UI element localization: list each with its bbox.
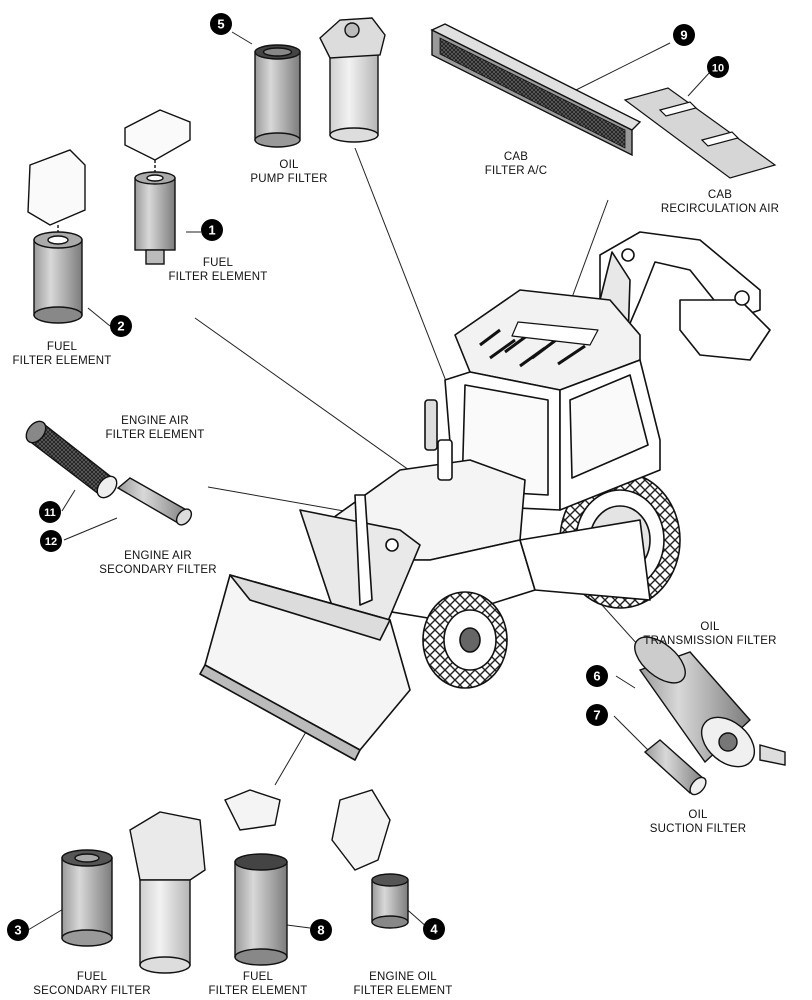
engine-air-filter-element-illustration	[25, 420, 118, 499]
callout-number: 5	[217, 17, 224, 32]
callout-badges: 5 9 10 1 2 11 12 6	[7, 13, 729, 941]
callout-badge-8: 8	[310, 919, 332, 941]
callout-badge-3: 3	[7, 919, 29, 941]
front-bucket	[199, 574, 411, 761]
callout-badge-2: 2	[110, 315, 132, 337]
callout-badge-11: 11	[39, 501, 61, 523]
callout-number: 4	[430, 922, 438, 937]
callout-number: 8	[317, 923, 324, 938]
engine-oil-filter-element-illustration	[331, 789, 409, 929]
callout-number: 2	[117, 319, 124, 334]
callout-number: 9	[680, 28, 687, 43]
callout-badge-10: 10	[707, 56, 729, 78]
cab-filter-ac-illustration	[430, 23, 642, 157]
callout-badge-1: 1	[201, 219, 223, 241]
fuel-filter-element-1-illustration	[124, 109, 191, 265]
oil-pump-filter-illustration	[254, 17, 386, 148]
fuel-filter-element-8-illustration	[224, 789, 288, 966]
engine-air-secondary-filter-illustration	[116, 477, 193, 526]
callout-number: 11	[44, 507, 56, 519]
callout-badge-5: 5	[210, 13, 232, 35]
fuel-secondary-filter-illustration	[61, 811, 206, 974]
callout-badge-7: 7	[586, 704, 608, 726]
oil-suction-filter-illustration	[643, 739, 707, 796]
oil-transmission-filter-illustration	[634, 636, 786, 768]
callout-badge-12: 12	[40, 530, 62, 552]
front-wheel	[422, 591, 508, 689]
callout-number: 3	[14, 923, 21, 938]
callout-badge-9: 9	[673, 24, 695, 46]
callout-number: 10	[712, 63, 724, 75]
callout-number: 1	[208, 223, 215, 238]
backhoe-loader-illustration	[199, 231, 771, 761]
callout-badge-4: 4	[423, 918, 445, 940]
callout-badge-6: 6	[586, 665, 608, 687]
callout-number: 7	[593, 708, 600, 723]
cab-recirculation-air-illustration	[623, 87, 777, 179]
callout-number: 6	[593, 669, 600, 684]
cab	[444, 289, 661, 511]
fuel-filter-element-2-illustration	[27, 149, 86, 324]
callout-number: 12	[45, 536, 57, 548]
